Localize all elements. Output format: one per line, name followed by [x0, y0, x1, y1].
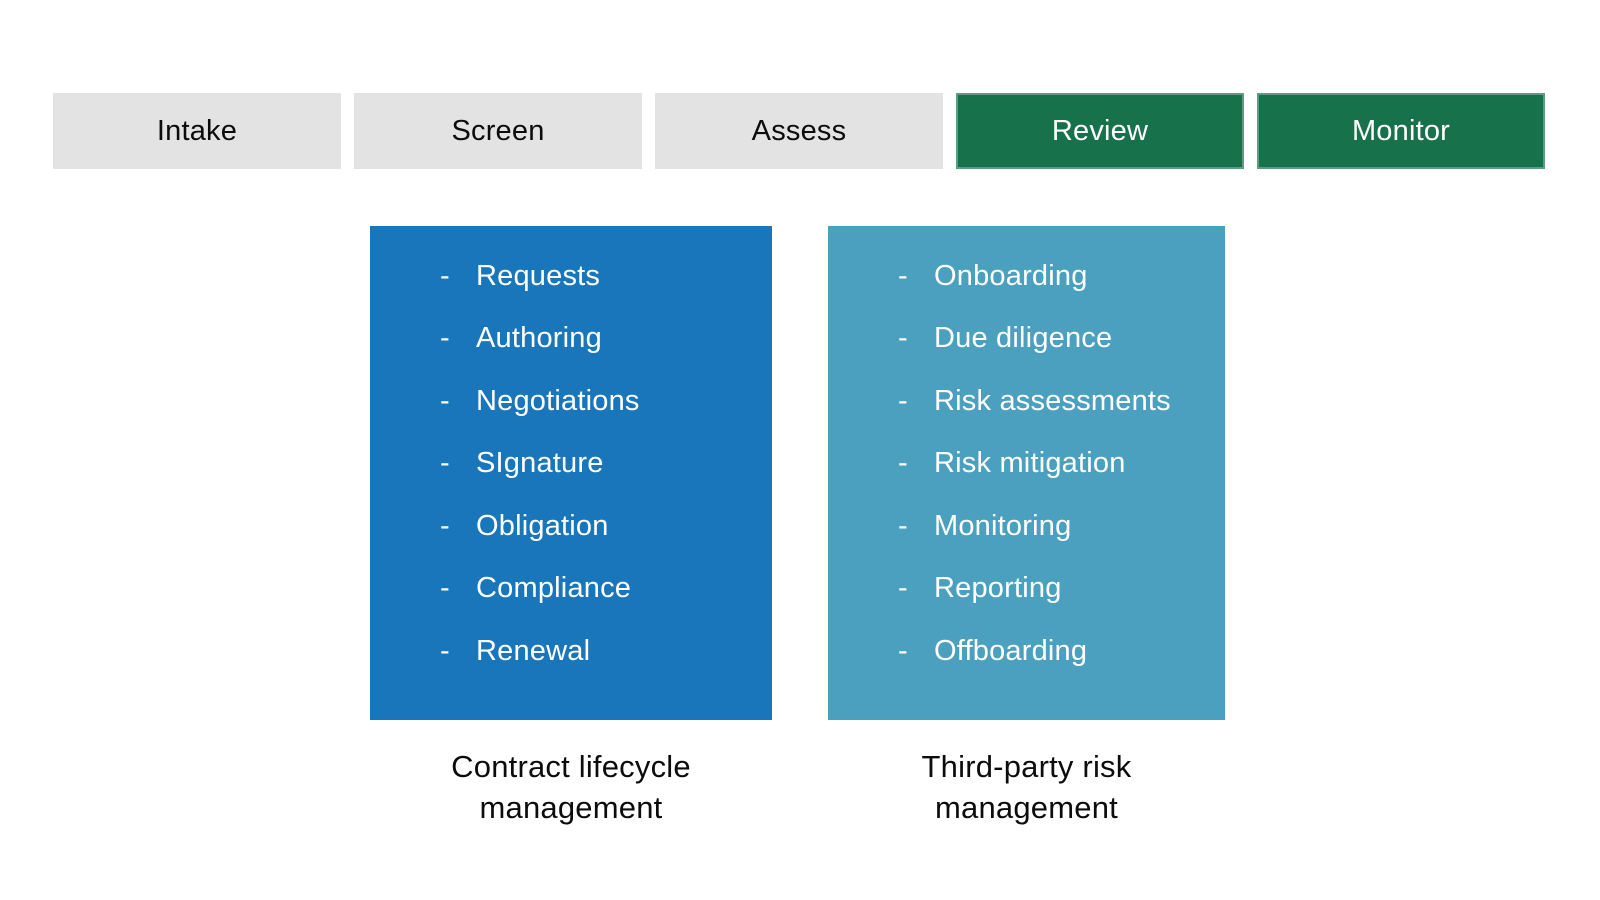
dash-bullet: - [898, 447, 908, 480]
dash-bullet: - [898, 384, 908, 417]
panel-contract-lifecycle: - Requests - Authoring - Negotiations - … [370, 226, 772, 720]
stage-screen[interactable]: Screen [354, 93, 642, 169]
list-item-label: Authoring [476, 322, 602, 355]
list-item-label: Requests [476, 259, 601, 292]
third-party-risk-list: - Onboarding - Due diligence - Risk asse… [828, 226, 1225, 683]
list-item: - Negotiations [370, 370, 772, 433]
list-item-label: Negotiations [476, 384, 640, 417]
list-item-label: Compliance [476, 572, 632, 605]
list-item: - Requests [370, 245, 772, 308]
list-item-label: Offboarding [934, 634, 1088, 667]
panel-third-party-risk: - Onboarding - Due diligence - Risk asse… [828, 226, 1225, 720]
caption-line: Contract lifecycle [451, 749, 691, 784]
list-item-label: Due diligence [934, 322, 1113, 355]
caption-contract-lifecycle-management: Contract lifecycle management [370, 746, 772, 828]
dash-bullet: - [440, 572, 450, 605]
dash-bullet: - [898, 634, 908, 667]
dash-bullet: - [440, 322, 450, 355]
stage-assess[interactable]: Assess [655, 93, 943, 169]
list-item-label: Reporting [934, 572, 1062, 605]
caption-third-party-risk-management: Third-party risk management [828, 746, 1225, 828]
stage-row: Intake Screen Assess Review Monitor [53, 93, 1545, 169]
list-item: - Reporting [828, 558, 1225, 621]
dash-bullet: - [440, 259, 450, 292]
list-item: - Authoring [370, 308, 772, 371]
list-item-label: Obligation [476, 509, 609, 542]
list-item: - Obligation [370, 495, 772, 558]
list-item-label: Monitoring [934, 509, 1072, 542]
list-item: - Monitoring [828, 495, 1225, 558]
dash-bullet: - [440, 509, 450, 542]
dash-bullet: - [898, 509, 908, 542]
list-item-label: Risk assessments [934, 384, 1171, 417]
dash-bullet: - [898, 259, 908, 292]
contract-lifecycle-list: - Requests - Authoring - Negotiations - … [370, 226, 772, 683]
list-item: - Offboarding [828, 620, 1225, 683]
stage-review[interactable]: Review [956, 93, 1244, 169]
list-item-label: Renewal [476, 634, 591, 667]
dash-bullet: - [898, 572, 908, 605]
list-item-label: SIgnature [476, 447, 604, 480]
list-item-label: Onboarding [934, 259, 1088, 292]
list-item: - Risk assessments [828, 370, 1225, 433]
stage-intake[interactable]: Intake [53, 93, 341, 169]
list-item: - Renewal [370, 620, 772, 683]
caption-line: management [935, 790, 1118, 825]
list-item: - Compliance [370, 558, 772, 621]
caption-line: management [479, 790, 663, 825]
stage-monitor[interactable]: Monitor [1257, 93, 1545, 169]
dash-bullet: - [440, 634, 450, 667]
list-item: - Risk mitigation [828, 433, 1225, 496]
dash-bullet: - [440, 447, 450, 480]
dash-bullet: - [898, 322, 908, 355]
list-item: - Due diligence [828, 308, 1225, 371]
list-item: - Onboarding [828, 245, 1225, 308]
dash-bullet: - [440, 384, 450, 417]
caption-line: Third-party risk [921, 749, 1132, 784]
list-item: - SIgnature [370, 433, 772, 496]
list-item-label: Risk mitigation [934, 447, 1126, 480]
